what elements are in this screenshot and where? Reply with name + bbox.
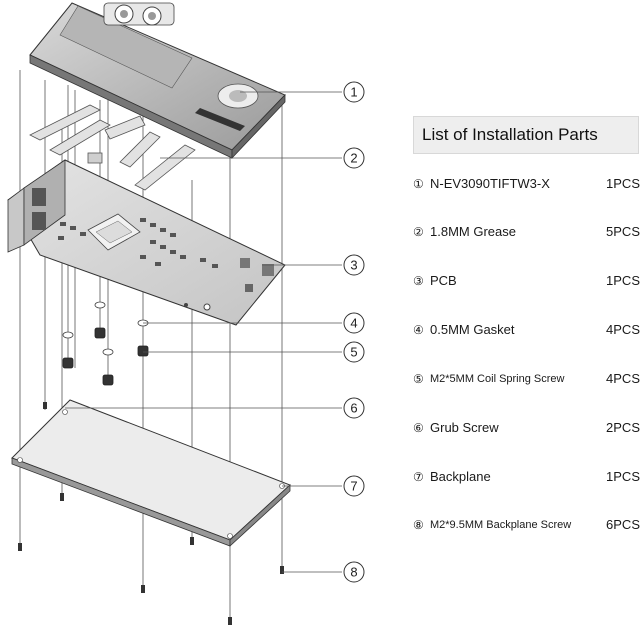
part-quantity: 5PCS	[606, 224, 640, 239]
part-number: ⑤	[413, 372, 424, 386]
pcb-board	[7, 159, 286, 326]
part-name: N-EV3090TIFTW3-X	[430, 176, 550, 191]
exploded-assembly-diagram: 1 2 3 4 5 6 7 8	[7, 2, 365, 625]
grease-pads	[29, 104, 196, 191]
parts-list-title: List of Installation Parts	[413, 116, 639, 154]
callout-5: 5	[343, 341, 365, 363]
parts-list-panel: List of Installation Parts ① N-EV3090TIF…	[405, 0, 640, 628]
gaskets	[62, 301, 149, 356]
svg-text:3: 3	[350, 258, 357, 273]
callout-leaders	[65, 91, 342, 573]
svg-text:5: 5	[350, 345, 357, 360]
coil-spring-screws	[62, 327, 149, 386]
svg-text:8: 8	[350, 565, 357, 580]
callout-1: 1	[343, 81, 365, 103]
part-quantity: 1PCS	[606, 469, 640, 484]
part-name: 1.8MM Grease	[430, 224, 516, 239]
part-row: ④ 0.5MM Gasket 4PCS	[413, 320, 640, 340]
part-number: ①	[413, 177, 424, 191]
part-number: ⑦	[413, 470, 424, 484]
part-row: ⑦ Backplane 1PCS	[413, 467, 640, 487]
part-number: ⑧	[413, 518, 424, 532]
svg-text:6: 6	[350, 401, 357, 416]
part-quantity: 4PCS	[606, 322, 640, 337]
part-number: ④	[413, 323, 424, 337]
part-name: Backplane	[430, 469, 491, 484]
part-name: M2*5MM Coil Spring Screw	[430, 373, 565, 385]
part-row: ③ PCB 1PCS	[413, 271, 640, 291]
svg-text:1: 1	[350, 85, 357, 100]
callout-2: 2	[343, 147, 365, 169]
part-number: ⑥	[413, 421, 424, 435]
part-row: ⑥ Grub Screw 2PCS	[413, 418, 640, 438]
part-row: ① N-EV3090TIFTW3-X 1PCS	[413, 174, 640, 194]
svg-text:2: 2	[350, 151, 357, 166]
part-name: M2*9.5MM Backplane Screw	[430, 519, 572, 531]
callout-markers: 1 2 3 4 5 6 7 8	[343, 81, 365, 583]
part-row: ⑧ M2*9.5MM Backplane Screw 6PCS	[413, 515, 640, 535]
part-quantity: 4PCS	[606, 371, 640, 386]
part-number: ②	[413, 225, 424, 239]
part-row: ⑤ M2*5MM Coil Spring Screw 4PCS	[413, 369, 640, 389]
waterblock	[29, 2, 286, 160]
backplane-screws	[18, 493, 284, 625]
part-name: 0.5MM Gasket	[430, 322, 515, 337]
part-quantity: 1PCS	[606, 273, 640, 288]
backplane	[11, 399, 291, 547]
callout-8: 8	[343, 561, 365, 583]
svg-text:4: 4	[350, 316, 357, 331]
part-quantity: 2PCS	[606, 420, 640, 435]
svg-text:7: 7	[350, 479, 357, 494]
part-quantity: 6PCS	[606, 517, 640, 532]
part-name: Grub Screw	[430, 420, 499, 435]
callout-6: 6	[343, 397, 365, 419]
callout-7: 7	[343, 475, 365, 497]
part-quantity: 1PCS	[606, 176, 640, 191]
part-number: ③	[413, 274, 424, 288]
part-name: PCB	[430, 273, 457, 288]
part-row: ② 1.8MM Grease 5PCS	[413, 222, 640, 242]
callout-4: 4	[343, 312, 365, 334]
callout-3: 3	[343, 254, 365, 276]
